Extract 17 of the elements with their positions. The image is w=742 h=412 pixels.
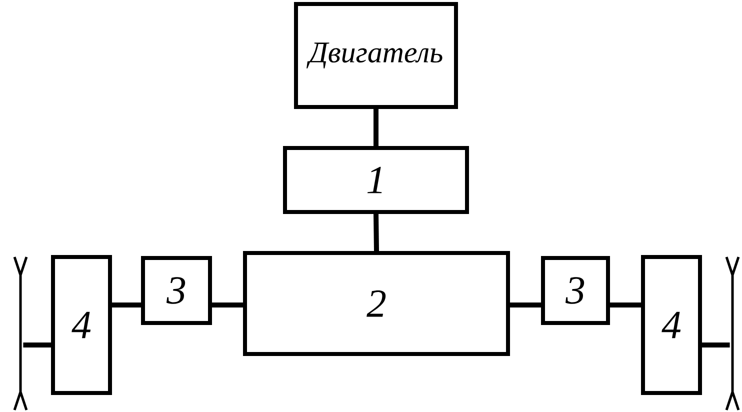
connector-line: [702, 342, 730, 348]
wheel-symbol: [725, 256, 740, 412]
connector-line: [374, 214, 379, 252]
connector-line: [212, 302, 243, 308]
engine-box: Двигатель: [294, 2, 458, 109]
connector-line: [112, 302, 141, 308]
connector-line: [374, 109, 378, 146]
wheel-symbol: [13, 256, 28, 412]
unit-box: 1: [283, 146, 469, 214]
connector-line: [510, 302, 541, 308]
connector-line: [610, 302, 641, 308]
unit-box: 3: [541, 256, 610, 325]
unit-box: 4: [641, 255, 702, 395]
unit-box: 2: [243, 251, 510, 356]
unit-box: 4: [51, 255, 112, 395]
unit-box: 3: [141, 256, 212, 325]
connector-line: [23, 342, 51, 348]
